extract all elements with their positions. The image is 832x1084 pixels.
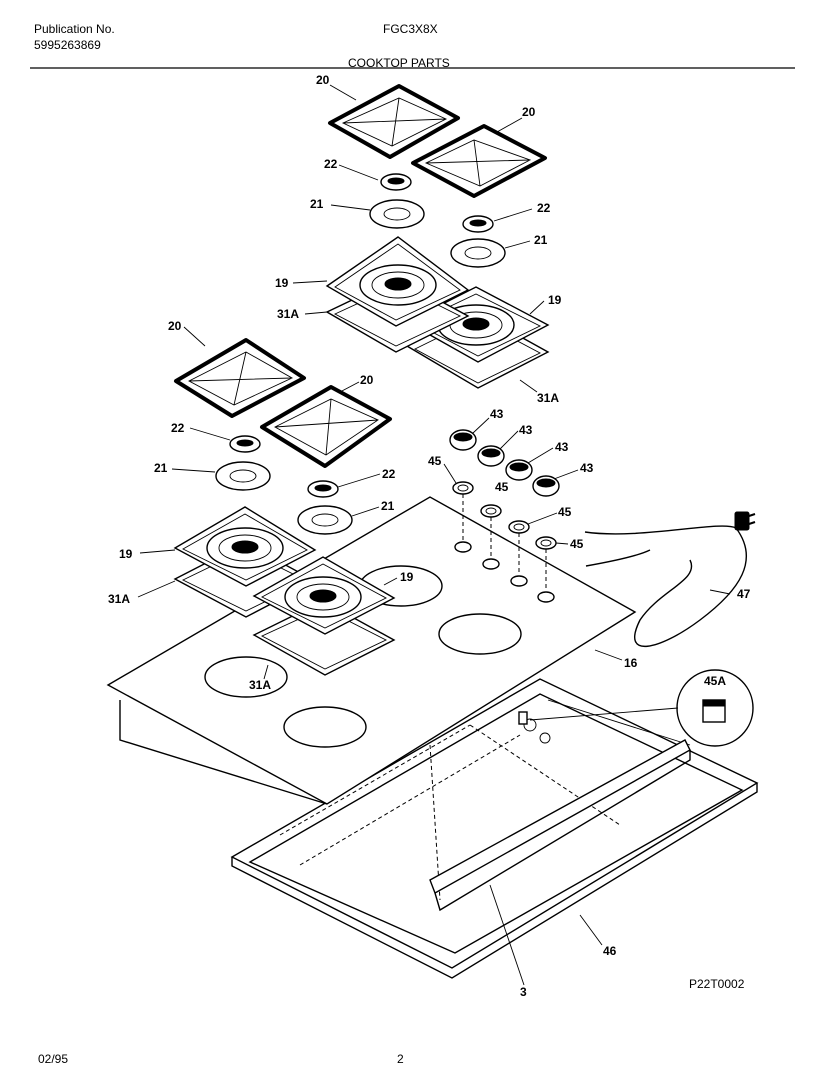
callout-burner-head: 21: [154, 461, 168, 475]
leader-lines: [137, 84, 731, 986]
callout-power-cord: 47: [737, 587, 751, 601]
bottom-pan: [230, 678, 759, 979]
burner-assembly: [325, 84, 470, 353]
drawing-code: P22T0002: [689, 977, 745, 991]
callout-grate: 20: [522, 105, 536, 119]
callout-bracket: 3: [520, 985, 527, 999]
callout-drip-pan: 19: [119, 547, 133, 561]
callout-bezel: 45: [495, 480, 509, 494]
callout-seal: 31A: [249, 678, 271, 692]
burner-assembly: [252, 385, 396, 676]
callout-seal: 31A: [537, 391, 559, 405]
callout-burner-head: 21: [381, 499, 395, 513]
callout-drip-pan: 19: [275, 276, 289, 290]
callout-knob: 43: [519, 423, 533, 437]
callout-knob: 43: [490, 407, 504, 421]
callout-grate: 20: [360, 373, 374, 387]
burner-assembly: [405, 124, 550, 389]
section-title: COOKTOP PARTS: [348, 56, 450, 70]
callout-clip: 45A: [704, 674, 726, 688]
knob: [449, 429, 560, 497]
page-number: 2: [397, 1052, 404, 1066]
callout-burner-head: 21: [534, 233, 548, 247]
publication-label: Publication No.: [34, 22, 115, 36]
callout-bezel: 45: [558, 505, 572, 519]
bezel: [452, 481, 557, 591]
callout-knob: 43: [555, 440, 569, 454]
footer-date: 02/95: [38, 1052, 69, 1066]
publication-number: 5995263869: [34, 38, 101, 52]
callout-bottom-pan: 46: [603, 944, 617, 958]
callout-knob: 43: [580, 461, 594, 475]
burner-bracket: [429, 711, 691, 912]
model-number: FGC3X8X: [383, 22, 438, 36]
callout-grate: 20: [316, 73, 330, 87]
callout-burner-cap: 22: [382, 467, 396, 481]
callout-grate: 20: [168, 319, 182, 333]
callout-drip-pan: 19: [400, 570, 414, 584]
callout-bezel: 45: [570, 537, 584, 551]
callout-bezel: 45: [428, 454, 442, 468]
callout-burner-cap: 22: [537, 201, 551, 215]
callout-burner-cap: 22: [324, 157, 338, 171]
callout-burner-cap: 22: [171, 421, 185, 435]
callout-seal: 31A: [108, 592, 130, 606]
callout-burner-head: 21: [310, 197, 324, 211]
callout-cooktop: 16: [624, 656, 638, 670]
callout-labels: 20 20 20 20 22 22 22 22 21 21 21 21 19 1…: [108, 73, 751, 999]
callout-seal: 31A: [277, 307, 299, 321]
power-cord: [584, 511, 756, 647]
callout-drip-pan: 19: [548, 293, 562, 307]
clip-inset: [529, 669, 754, 747]
